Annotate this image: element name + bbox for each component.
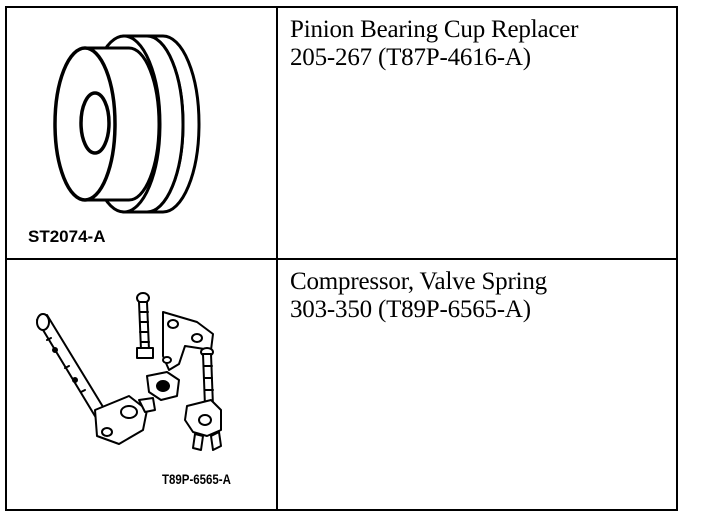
special-tools-table: ST2074-A Pinion Bearing Cup Replacer 205… bbox=[5, 6, 678, 511]
tool-illustration: ST2074-A bbox=[7, 8, 276, 258]
valve-spring-compressor-drawing-icon bbox=[36, 292, 222, 451]
tool-row: ST2074-A Pinion Bearing Cup Replacer 205… bbox=[5, 6, 678, 260]
tool-description-cell: Pinion Bearing Cup Replacer 205-267 (T87… bbox=[276, 6, 678, 260]
bearing-cup-replacer-drawing-icon bbox=[53, 34, 201, 214]
tool-illustration: T89P-6565-A bbox=[7, 260, 276, 509]
tool-name: Compressor, Valve Spring bbox=[290, 268, 547, 295]
tool-illustration-cell: T89P-6565-A bbox=[5, 258, 278, 511]
tool-description: Pinion Bearing Cup Replacer 205-267 (T87… bbox=[278, 8, 676, 72]
hub-bore bbox=[79, 91, 111, 155]
illustration-ref-code: ST2074-A bbox=[28, 227, 106, 246]
illustration-ref-code: T89P-6565-A bbox=[162, 471, 231, 487]
tool-row: T89P-6565-A Compressor, Valve Spring 303… bbox=[5, 258, 678, 511]
rod-shaft bbox=[202, 353, 214, 407]
tool-description-cell: Compressor, Valve Spring 303-350 (T89P-6… bbox=[276, 258, 678, 511]
tool-illustration-cell: ST2074-A bbox=[5, 6, 278, 260]
tool-name: Pinion Bearing Cup Replacer bbox=[290, 16, 579, 43]
bolt-nut bbox=[136, 347, 154, 359]
tool-number: 303-350 (T89P-6565-A) bbox=[290, 296, 531, 323]
lever-jaw bbox=[94, 395, 148, 445]
lever-end bbox=[36, 313, 50, 331]
tool-description: Compressor, Valve Spring 303-350 (T89P-6… bbox=[278, 260, 676, 324]
tool-number: 205-267 (T87P-4616-A) bbox=[290, 44, 531, 71]
